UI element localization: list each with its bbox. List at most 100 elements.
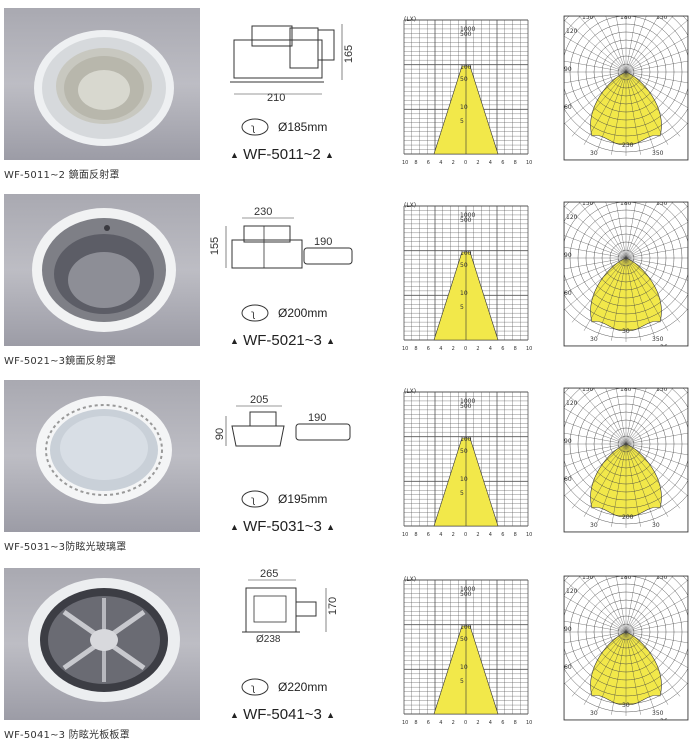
polar-angle-label: 350 [652,710,664,717]
polar-angle-label: 230 [622,142,634,149]
polar-angle-label: 30 [622,702,630,709]
lux-axis-label: 4 [439,532,442,538]
lux-tick-label: 10 [460,104,468,111]
polar-angle-label: 30 [590,522,598,529]
cutout-row: ʅ Ø200mm [240,302,327,324]
cutout-icon: ʅ [241,118,269,136]
lux-axis-label: 4 [489,532,492,538]
lux-tick-label: 500 [460,217,472,224]
downlight-image [34,30,174,146]
cutout-size: Ø195mm [278,492,328,506]
lux-tick-label: (LX) [404,388,416,395]
lux-tick-label: (LX) [404,16,416,23]
extra-dimension: 190 [308,412,327,424]
width-dimension: 210 [267,92,286,104]
polar-angle-label: 30 [590,710,598,717]
cutout-size: Ø200mm [278,306,328,320]
dimension-drawing: 205 90 190 [212,382,382,482]
svg-text:ʅ: ʅ [251,309,256,320]
lux-axis-label: 6 [427,160,430,166]
polar-angle-label: 60 [564,290,572,297]
lux-tick-label: 50 [460,262,468,269]
lux-axis-label: 0 [464,160,467,166]
polar-angle-label: 120 [566,28,578,35]
polar-chart: 1501801501209060303035036 [560,570,692,726]
polar-angle-label: 150 [656,574,668,581]
cutout-row: ʅ Ø195mm [240,488,327,510]
cutout-size: Ø185mm [278,120,328,134]
height-dimension: 165 [343,44,356,64]
polar-angle-label: 120 [566,400,578,407]
lux-axis-label: 2 [476,346,479,352]
product-row-wf5041: WF-5041~3 防眩光板板罩 265 170 Ø238 ʅ Ø220mm ▲… [0,560,700,746]
polar-angle-label: 90 [564,626,572,633]
triangle-icon: ▲ [326,710,335,721]
polar-angle-label: 350 [652,150,664,157]
lux-tick-label: 50 [460,448,468,455]
lux-tick-label: (LX) [404,202,416,209]
polar-angle-label: 150 [656,14,668,21]
polar-chart: 1501801501209060303035036 [560,196,692,352]
polar-angle-label: 120 [566,588,578,595]
height-dimension: 155 [209,236,222,256]
lux-axis-label: 8 [514,346,517,352]
lux-axis-label: 6 [501,160,504,166]
downlight-image [32,208,176,332]
lux-axis-label: 8 [414,532,417,538]
lux-axis-label: 0 [464,346,467,352]
lux-axis-label: 4 [439,720,442,726]
lux-axis-label: 2 [452,532,455,538]
svg-text:ʅ: ʅ [251,123,256,134]
lux-axis-label: 6 [501,346,504,352]
lux-tick-label: 100 [460,624,472,631]
lux-axis-label: 2 [452,160,455,166]
lux-axis-label: 6 [501,532,504,538]
polar-angle-label: 200 [622,514,634,521]
lux-tick-label: 500 [460,403,472,410]
triangle-icon: ▲ [324,150,334,161]
product-caption: WF-5041~3 防眩光板板罩 [4,730,130,741]
polar-angle-label: 150 [582,574,594,581]
product-photo [4,194,200,346]
lux-tick-label: 1000 [460,398,475,405]
polar-angle-label: 30 [590,336,598,343]
cutout-size: Ø220mm [278,680,328,694]
polar-angle-label: 120 [566,214,578,221]
polar-angle-label: 30 [590,150,598,157]
lux-axis-label: 10 [402,532,408,538]
product-row-wf5011: WF-5011~2 鏡面反射罩 210 165 ʅ Ø185mm ▲ WF-50… [0,0,700,186]
lux-axis-label: 8 [414,160,417,166]
lux-axis-label: 0 [464,532,467,538]
product-caption: WF-5021~3鏡面反射罩 [4,356,117,367]
lux-tick-label: 50 [460,636,468,643]
triangle-icon: ▲ [326,522,335,533]
cutout-icon: ʅ [241,490,269,508]
polar-angle-label: 180 [620,14,632,21]
lux-axis-label: 10 [526,720,532,726]
lux-tick-label: 10 [460,664,468,671]
cutout-row: ʅ Ø220mm [240,676,327,698]
polar-angle-label: 90 [564,252,572,259]
lux-tick-label: 10 [460,476,468,483]
lux-tick-label: 5 [460,490,464,497]
lux-tick-label: 100 [460,436,472,443]
height-dimension: 90 [214,427,227,441]
lux-tick-label: 10 [460,290,468,297]
lux-axis-label: 8 [514,160,517,166]
lux-axis-label: 4 [489,346,492,352]
polar-angle-label: 180 [620,574,632,581]
lux-axis-label: 4 [489,160,492,166]
height-dimension: 170 [327,596,340,616]
cutout-row: ʅ Ø185mm [240,116,327,138]
dimension-drawing: 230 155 190 [209,196,382,296]
lux-axis-label: 10 [526,160,532,166]
lux-tick-label: 5 [460,304,464,311]
svg-text:ʅ: ʅ [251,683,256,694]
dimension-drawing: 265 170 Ø238 [212,568,382,670]
lux-axis-label: 2 [476,532,479,538]
triangle-icon: ▲ [230,150,239,161]
triangle-icon: ▲ [230,336,239,347]
